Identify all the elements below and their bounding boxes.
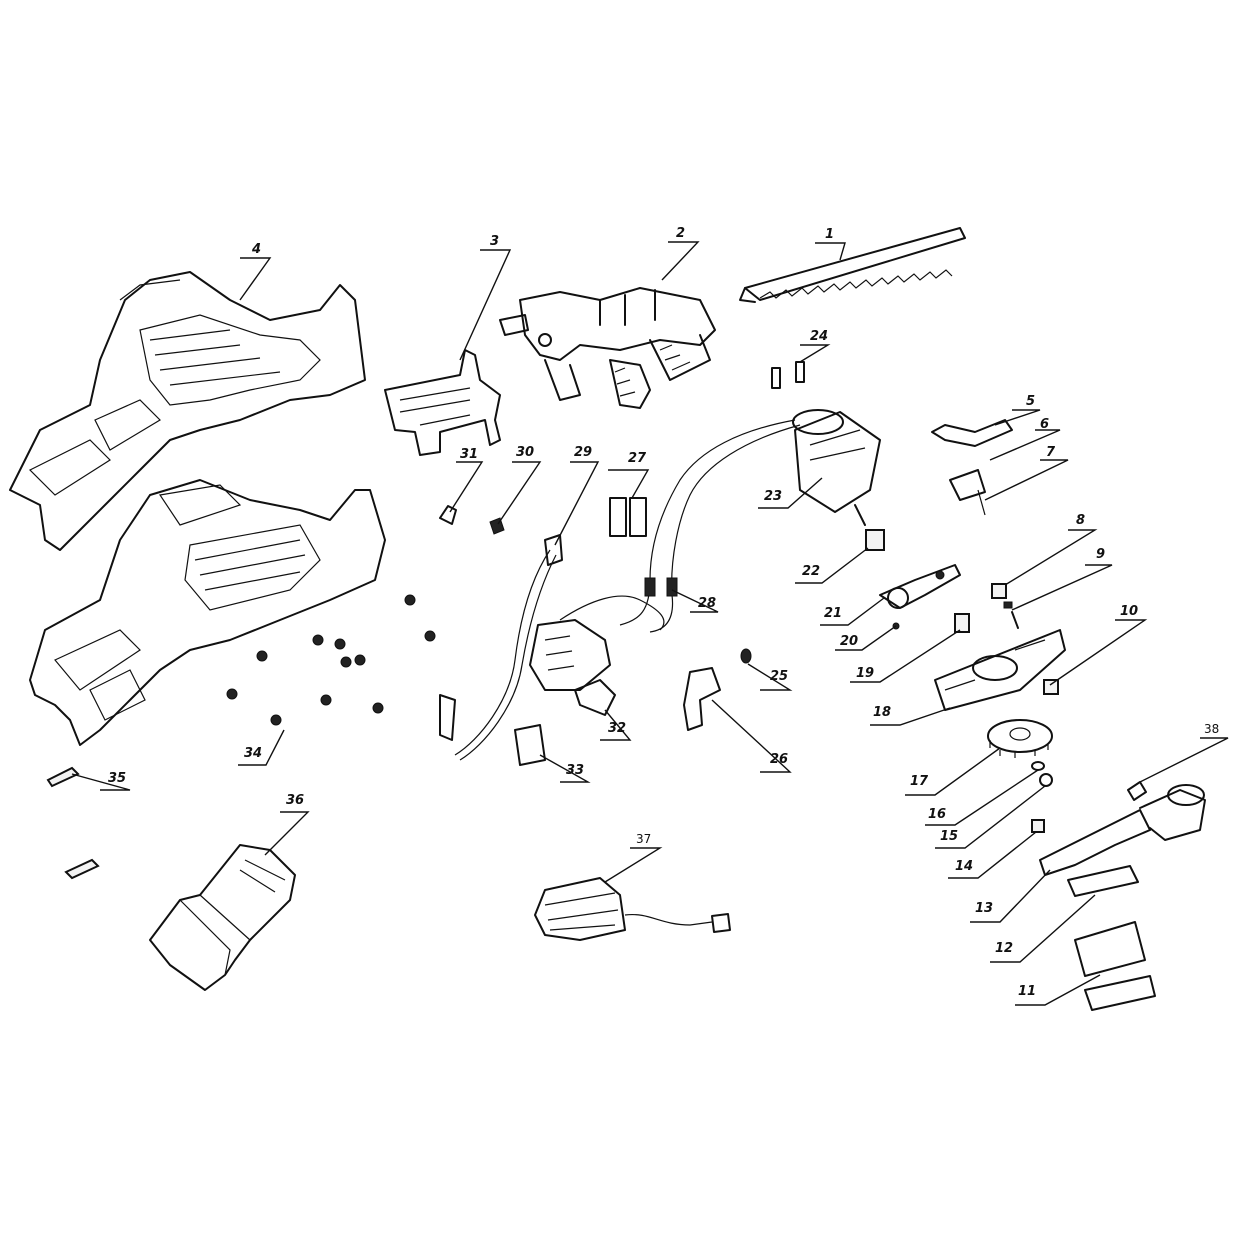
part-large-gear bbox=[987, 719, 1053, 758]
part-blade-clamp bbox=[499, 287, 716, 409]
callout-13: 13 bbox=[975, 901, 993, 916]
callout-26: 26 bbox=[770, 752, 788, 767]
part-bearing-assembly bbox=[879, 564, 970, 633]
callout-9: 9 bbox=[1096, 547, 1105, 562]
callout-7: 7 bbox=[1046, 445, 1056, 460]
part-housing-right-half bbox=[29, 479, 386, 746]
callout-14: 14 bbox=[955, 859, 973, 874]
callout-28: 28 bbox=[698, 596, 716, 611]
callout-17: 17 bbox=[910, 774, 929, 789]
callout-23: 23 bbox=[764, 489, 782, 504]
callout-32: 32 bbox=[608, 721, 626, 736]
callout-37: 37 bbox=[636, 832, 651, 846]
callout-3: 3 bbox=[490, 234, 499, 249]
callout-10: 10 bbox=[1120, 604, 1138, 619]
part-shaft-and-sleeves bbox=[1039, 781, 1206, 1011]
part-motor-leads bbox=[619, 419, 801, 633]
callout-29: 29 bbox=[574, 445, 592, 460]
callout-6: 6 bbox=[1040, 417, 1049, 432]
part-pinion bbox=[865, 529, 885, 551]
callout-4: 4 bbox=[251, 242, 261, 257]
part-switch-wiring bbox=[439, 534, 665, 766]
callout-5: 5 bbox=[1026, 394, 1035, 409]
callout-36: 36 bbox=[286, 793, 304, 808]
callout-27: 27 bbox=[628, 451, 647, 466]
part-inserts bbox=[771, 361, 805, 389]
callout-8: 8 bbox=[1076, 513, 1085, 528]
part-link-arm bbox=[931, 419, 1013, 516]
callout-22: 22 bbox=[802, 564, 820, 579]
part-pins-and-bushings bbox=[991, 583, 1059, 695]
part-motor bbox=[792, 409, 881, 526]
callout-12: 12 bbox=[995, 941, 1013, 956]
callout-24: 24 bbox=[810, 329, 828, 344]
callout-labels: 1 2 3 4 5 6 7 8 9 10 11 12 13 14 15 16 1… bbox=[108, 226, 1219, 999]
callout-30: 30 bbox=[516, 445, 534, 460]
callout-35: 35 bbox=[108, 771, 126, 786]
callout-2: 2 bbox=[676, 226, 685, 241]
part-saw-blade bbox=[739, 227, 966, 303]
callout-34: 34 bbox=[244, 746, 262, 761]
part-washers bbox=[1031, 761, 1053, 833]
part-gear-plate bbox=[934, 629, 1066, 711]
callout-25: 25 bbox=[770, 669, 788, 684]
callout-11: 11 bbox=[1018, 984, 1036, 999]
part-screws bbox=[226, 594, 436, 726]
callout-18: 18 bbox=[873, 705, 891, 720]
callout-38: 38 bbox=[1204, 722, 1219, 736]
leader-lines bbox=[71, 241, 1229, 1006]
part-small-plates bbox=[46, 766, 100, 880]
callout-31: 31 bbox=[460, 447, 478, 462]
part-clips bbox=[439, 505, 505, 535]
callout-1: 1 bbox=[825, 227, 834, 242]
part-battery-pack bbox=[149, 844, 296, 991]
callout-16: 16 bbox=[928, 807, 946, 822]
callout-19: 19 bbox=[856, 666, 874, 681]
part-led-and-bracket bbox=[683, 648, 752, 731]
callout-21: 21 bbox=[824, 606, 842, 621]
part-bracket-plate bbox=[384, 349, 501, 456]
part-housing-left-half bbox=[9, 271, 366, 551]
part-pads bbox=[609, 497, 647, 537]
callout-33: 33 bbox=[566, 763, 584, 778]
callout-15: 15 bbox=[940, 829, 958, 844]
callout-20: 20 bbox=[840, 634, 858, 649]
part-charger bbox=[534, 877, 731, 941]
